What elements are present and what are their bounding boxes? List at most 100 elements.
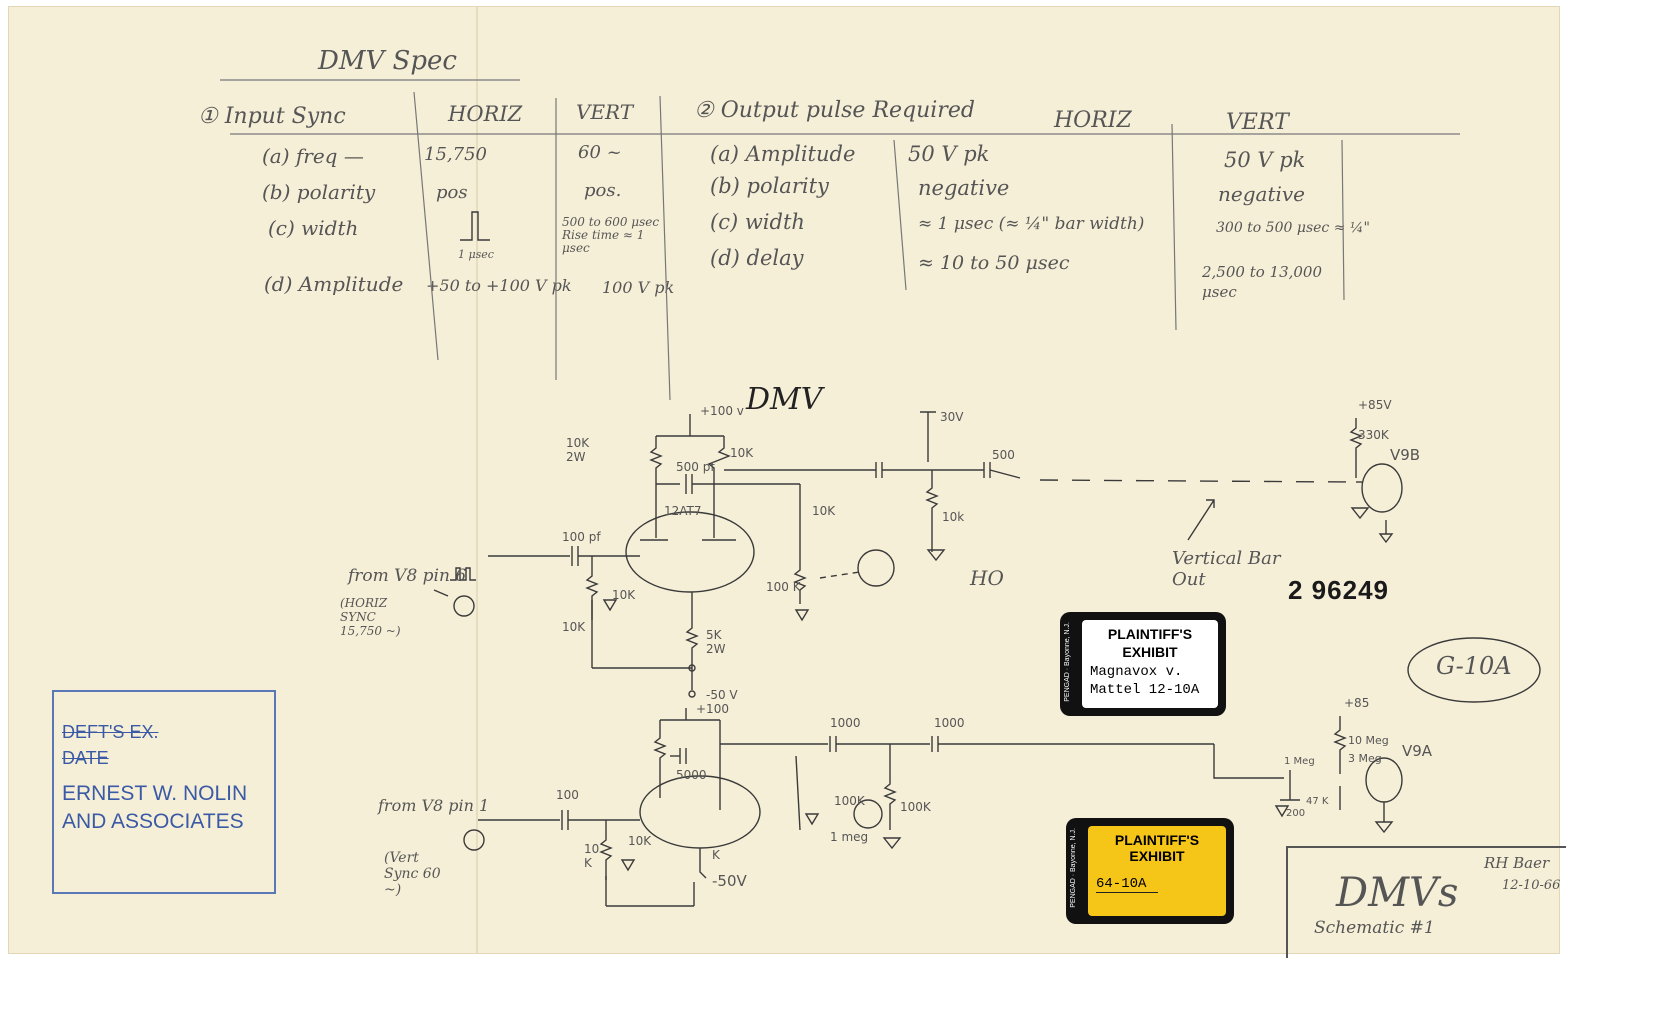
output-row-vert: negative	[1218, 182, 1306, 206]
input-row-label: (c) width	[268, 216, 359, 240]
schem-label: V9A	[1402, 742, 1433, 760]
input-row-vert: pos.	[584, 180, 622, 201]
schem-label: 10K 2W	[566, 436, 590, 464]
schem-label: 47 K	[1306, 796, 1329, 807]
schem-label: 12AT7	[664, 504, 702, 518]
input-row-label: (d) Amplitude	[264, 272, 404, 296]
schem-label: 3 Meg	[1348, 752, 1382, 765]
output-row-horiz: 50 V pk	[908, 142, 990, 166]
schem-label: 10 K	[584, 842, 600, 870]
stamp-line: DATE	[62, 748, 109, 768]
pengad-imprint: PENGAD · Bayonne, N.J.	[1070, 828, 1077, 908]
title-block-date: 12-10-66	[1502, 878, 1561, 893]
defendant-exhibit-stamp: DEFT'S EX. DATE ERNEST W. NOLIN AND ASSO…	[52, 690, 276, 894]
schem-label: 10K	[812, 504, 836, 518]
plaintiff-exhibit-label: PENGAD · Bayonne, N.J. PLAINTIFF'S EXHIB…	[1060, 612, 1226, 716]
schem-label: 330K	[1358, 428, 1389, 442]
output-row-label: (a) Amplitude	[710, 142, 856, 166]
exhibit-number: 64-10A	[1096, 876, 1159, 893]
schem-label: 1 meg	[830, 830, 869, 844]
schem-label: 500 pf	[676, 460, 715, 474]
schem-label: 10k	[942, 510, 965, 524]
schem-label: +100 v	[700, 404, 744, 418]
schem-label: -50 V	[706, 688, 738, 702]
schem-label: +85	[1344, 696, 1370, 710]
output-col-vert: VERT	[1226, 110, 1289, 135]
exhibit-title: PLAINTIFF'S	[1107, 626, 1193, 642]
input-row-vert: 60 ~	[578, 142, 622, 163]
output-row-label: (d) delay	[710, 246, 804, 270]
schem-label: from V8 pin 6	[348, 566, 467, 586]
exhibit-title: EXHIBIT	[1129, 848, 1185, 864]
exhibit-stamp-number: 2 96249	[1288, 575, 1389, 605]
paper-fold	[476, 6, 478, 954]
output-col-horiz: HORIZ	[1054, 108, 1132, 133]
output-row-vert: 50 V pk	[1224, 148, 1306, 172]
schem-label: 30V	[940, 410, 964, 424]
input-col-vert: VERT	[576, 100, 634, 124]
schem-label: 10K	[562, 620, 586, 634]
input-row-vert: 500 to 600 μsec Rise time ≈ 1 μsec	[562, 215, 660, 255]
schem-label: 10 Meg	[1348, 734, 1389, 747]
stamp-line: AND ASSOCIATES	[62, 810, 244, 833]
output-row-vert: 300 to 500 μsec ≈ ¼"	[1216, 220, 1370, 236]
output-row-label: (b) polarity	[710, 174, 829, 198]
input-row-label: (b) polarity	[262, 180, 376, 204]
page-title: DMV Spec	[318, 46, 457, 76]
schem-label: 1000	[830, 716, 861, 730]
exhibit-case: Mattel 12-10A	[1090, 682, 1200, 698]
title-block-sheet: Schematic #1	[1314, 918, 1435, 938]
schem-label: 100K	[900, 800, 931, 814]
schem-label: HO	[970, 566, 1004, 590]
plaintiff-exhibit-label: PENGAD · Bayonne, N.J. PLAINTIFF'S EXHIB…	[1066, 818, 1234, 924]
schem-label: V9B	[1390, 446, 1421, 464]
schem-label: +85V	[1358, 398, 1392, 412]
input-row-vert: 100 V pk	[602, 278, 675, 297]
stamp-line: DEFT'S EX.	[62, 722, 159, 742]
output-row-horiz: ≈ 10 to 50 μsec	[918, 252, 1070, 274]
schem-label: Vertical Bar Out	[1172, 548, 1281, 590]
output-row-vert: 2,500 to 13,000 μsec	[1202, 263, 1323, 301]
schem-label: (Vert Sync 60 ~)	[384, 850, 441, 898]
schem-label: 200	[1286, 808, 1306, 819]
title-block-drawing: DMVs	[1336, 870, 1459, 916]
exhibit-title: PLAINTIFF'S	[1114, 832, 1200, 848]
input-row-horiz: 1 μsec	[458, 248, 494, 261]
output-row-label: (c) width	[710, 210, 805, 234]
stamp-line: ERNEST W. NOLIN	[62, 782, 248, 805]
title-block: RH Baer 12-10-66 DMVs Schematic #1	[1286, 846, 1566, 958]
schem-label: 5K 2W	[706, 628, 726, 656]
exhibit-case: Magnavox v.	[1090, 664, 1183, 680]
schem-label: K	[712, 848, 720, 862]
schem-label: 5000	[676, 768, 707, 782]
exhibit-title: EXHIBIT	[1122, 644, 1178, 660]
schem-label: 100 K	[766, 580, 801, 594]
schem-label: -50V	[712, 872, 747, 890]
input-row-horiz: 15,750	[424, 144, 487, 165]
schem-label: 100K	[834, 794, 865, 808]
pengad-imprint: PENGAD · Bayonne, N.J.	[1064, 622, 1071, 702]
input-row-horiz: pos	[436, 182, 468, 203]
output-row-horiz: ≈ 1 μsec (≈ ¼" bar width)	[918, 214, 1145, 234]
schem-label: 10K	[730, 446, 754, 460]
schem-label: 500	[992, 448, 1015, 462]
input-row-label: (a) freq —	[262, 144, 364, 168]
title-block-author: RH Baer	[1484, 854, 1550, 872]
schem-label: from V8 pin 1	[378, 796, 490, 815]
output-row-horiz: negative	[918, 176, 1010, 200]
schem-label: (HORIZ SYNC 15,750 ~)	[340, 596, 401, 638]
schem-label: 100	[556, 788, 579, 802]
schem-label: 10K	[628, 834, 652, 848]
schematic-title: DMV	[746, 382, 823, 417]
schem-label: 1 Meg	[1284, 756, 1315, 767]
schem-label: 10K	[612, 588, 636, 602]
input-row-horiz: +50 to +100 V pk	[426, 276, 572, 295]
input-heading: ① Input Sync	[198, 104, 346, 129]
schem-label: +100	[696, 702, 729, 716]
output-heading: ② Output pulse Required	[694, 98, 975, 123]
input-col-horiz: HORIZ	[448, 102, 523, 126]
schem-label: 100 pf	[562, 530, 601, 544]
circled-mark: G-10A	[1436, 652, 1512, 680]
schem-label: 1000	[934, 716, 965, 730]
